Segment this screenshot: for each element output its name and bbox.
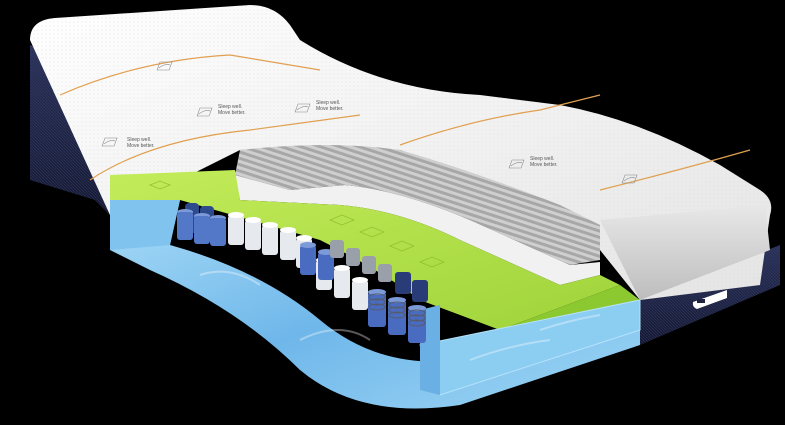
slogan-line-1: Sleep well. <box>316 100 340 106</box>
slogan-line-1: Sleep well. <box>218 104 242 110</box>
brand-logo-icon <box>196 107 213 117</box>
slogan-line-2: Move better. <box>316 106 344 112</box>
label-logo-icon <box>697 299 705 303</box>
slogan-line-2: Move better. <box>530 162 558 168</box>
logo-print-3 <box>196 107 213 117</box>
coil-springs <box>368 293 426 327</box>
stitch-line-1 <box>59 54 321 96</box>
logo-print-4 <box>294 103 311 113</box>
slogan-line-2: Move better. <box>218 110 246 116</box>
logo-print-2 <box>101 137 118 147</box>
profiled-foam-layer <box>235 145 600 285</box>
stitch-line-3 <box>399 94 601 146</box>
logo-print-5 <box>508 159 525 169</box>
slogan-line-1: Sleep well. <box>127 137 151 143</box>
side-brand-label <box>692 290 727 309</box>
slogan-line-2: Move better. <box>127 143 155 149</box>
stitch-line-4 <box>599 149 751 191</box>
brand-logo-icon <box>101 137 118 147</box>
brand-logo-icon <box>621 174 638 184</box>
side-fabric <box>600 205 770 300</box>
brand-logo-icon <box>508 159 525 169</box>
stitch-line-2 <box>89 114 361 181</box>
brand-logo-icon <box>156 61 173 71</box>
logo-print-1 <box>156 61 173 71</box>
logo-print-6 <box>621 174 638 184</box>
pocket-spring-core <box>177 203 428 343</box>
slogan-line-1: Sleep well. <box>530 156 554 162</box>
brand-logo-icon <box>294 103 311 113</box>
